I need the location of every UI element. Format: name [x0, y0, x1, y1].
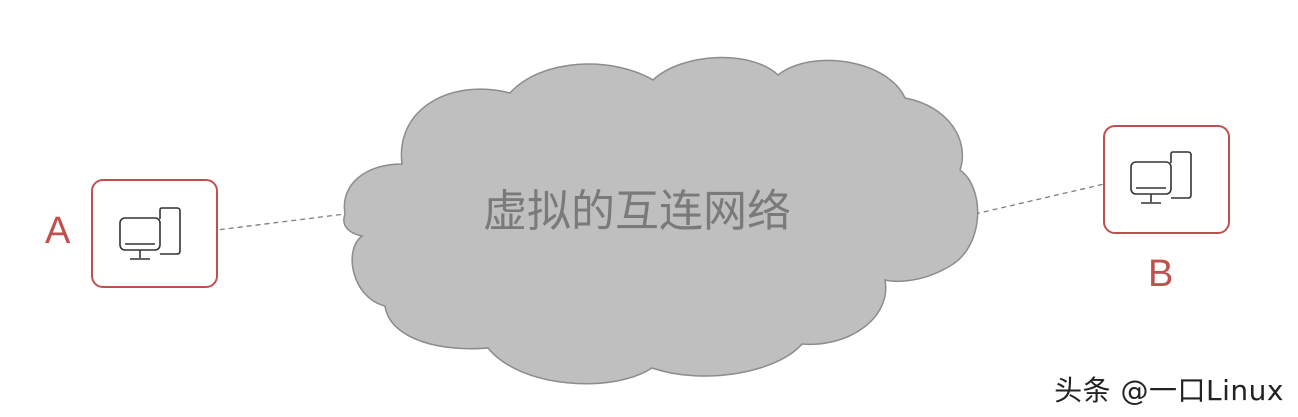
computer-icon: [1130, 151, 1192, 204]
watermark: 头条 @一口Linux: [1054, 374, 1284, 407]
node-a: A: [45, 179, 218, 288]
link-a-to-network: [192, 213, 346, 234]
network-cloud: 虚拟的互连网络: [343, 56, 979, 385]
node-a-label: A: [45, 210, 71, 252]
node-b: B: [1103, 125, 1230, 295]
node-b-label: B: [1148, 253, 1173, 295]
network-label: 虚拟的互连网络: [483, 186, 791, 237]
computer-icon: [119, 207, 181, 260]
cloud-shape: [343, 56, 979, 385]
